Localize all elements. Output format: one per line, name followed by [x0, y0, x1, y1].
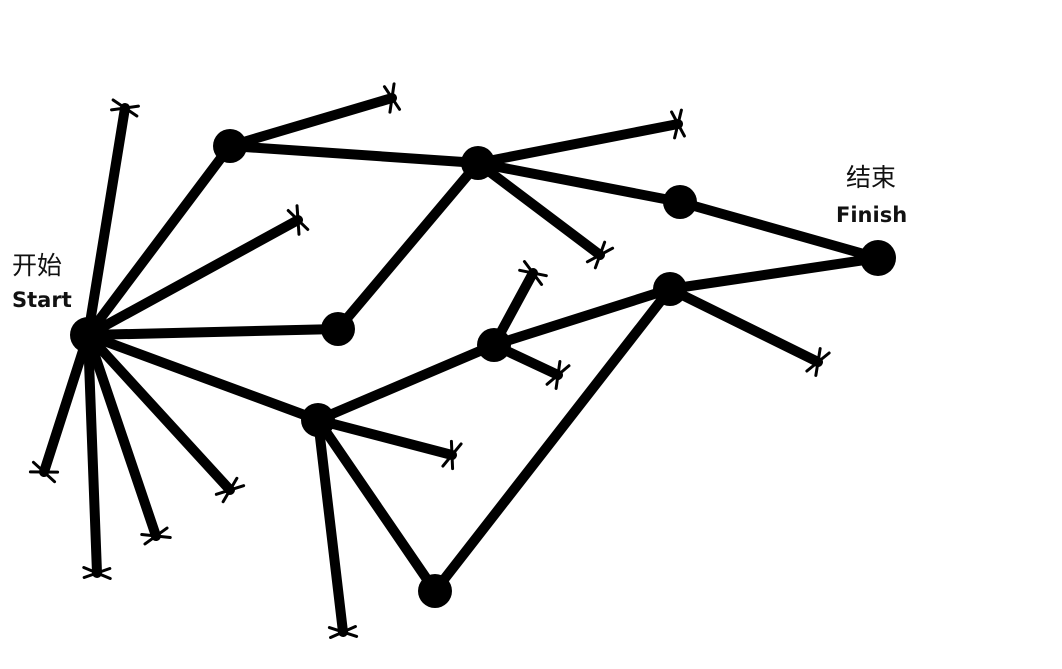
dead-end-cross-icon: [140, 526, 172, 546]
dead-end-cross-icon: [805, 347, 831, 377]
junction-node-b: [461, 146, 495, 180]
dead-end-branch-12: [665, 284, 823, 367]
start-node: [70, 317, 106, 353]
dead-end-branch-4: [83, 330, 102, 578]
path-edge-start-g: [83, 330, 323, 425]
junction-node-g: [301, 403, 335, 437]
path-edge-c-fin: [675, 197, 883, 263]
finish-label-zh: 结束: [846, 163, 896, 192]
dead-end-branch-13: [313, 415, 457, 460]
dead-end-cross-icon: [110, 98, 140, 118]
dead-end-branch-2: [83, 215, 303, 340]
dead-end-cross-icon: [382, 82, 402, 114]
dead-end-branch-5: [83, 330, 161, 541]
path-edge-a-b: [225, 141, 483, 168]
dead-end-cross-icon: [286, 204, 310, 236]
junction-node-f: [653, 272, 687, 306]
dead-end-branch-7: [225, 93, 397, 151]
dead-end-cross-icon: [441, 439, 463, 471]
dead-end-cross-icon: [214, 476, 246, 504]
path-edge-b-c: [473, 158, 685, 207]
dead-end-branch-14: [313, 415, 348, 637]
dead-end-branch-3: [39, 330, 93, 477]
junction-node-c: [663, 185, 697, 219]
junction-node-h: [418, 574, 452, 608]
path-edge-g-h: [313, 415, 440, 596]
finish-label-en: Finish: [836, 203, 907, 227]
start-label-zh: 开始: [12, 251, 62, 280]
junction-node-e: [477, 328, 511, 362]
dead-end-branch-9: [473, 158, 605, 260]
dead-end-cross-icon: [585, 240, 615, 270]
path-edge-g-e: [313, 340, 499, 425]
path-edge-start-a: [83, 141, 235, 340]
dead-end-cross-icon: [545, 360, 571, 390]
start-label-en: Start: [12, 288, 72, 312]
dead-end-branch-6: [83, 330, 235, 495]
dead-end-cross-icon: [82, 565, 112, 581]
junction-node-a: [213, 129, 247, 163]
path-edge-start-d: [83, 324, 343, 340]
path-edge-d-b: [333, 158, 483, 334]
junction-node-d: [321, 312, 355, 346]
dead-end-cross-icon: [518, 260, 548, 286]
dead-end-cross-icon: [327, 625, 359, 639]
path-edge-e-f: [489, 284, 675, 350]
dead-end-branch-1: [83, 103, 130, 340]
dead-end-cross-icon: [670, 108, 686, 140]
path-edge-h-f: [430, 284, 675, 596]
finish-node: [860, 240, 896, 276]
path-edge-f-fin: [665, 253, 883, 294]
dead-end-cross-icon: [28, 460, 60, 484]
dead-end-branch-8: [473, 119, 683, 168]
